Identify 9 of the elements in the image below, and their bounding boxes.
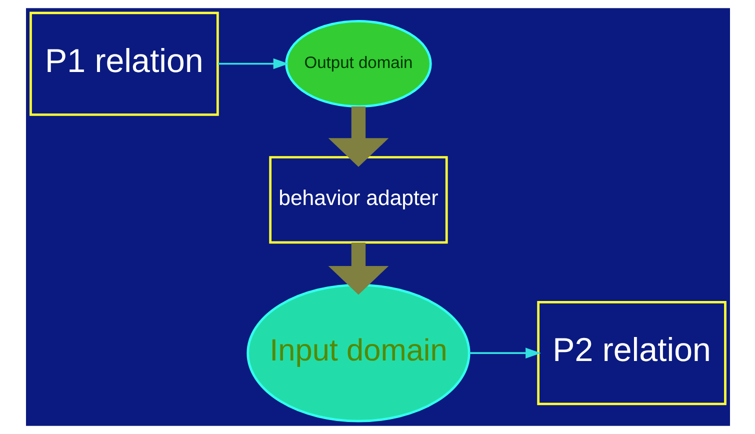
arrow [218, 58, 288, 70]
arrow [328, 106, 388, 167]
node-box: P2 relation [536, 301, 726, 406]
node-box: behavior adapter [268, 156, 448, 244]
arrow [469, 348, 540, 358]
node-ellipse: Input domain [246, 284, 470, 422]
node-box: P1 relation [29, 12, 218, 116]
node-ellipse: Output domain [284, 20, 432, 108]
arrow [328, 242, 388, 295]
